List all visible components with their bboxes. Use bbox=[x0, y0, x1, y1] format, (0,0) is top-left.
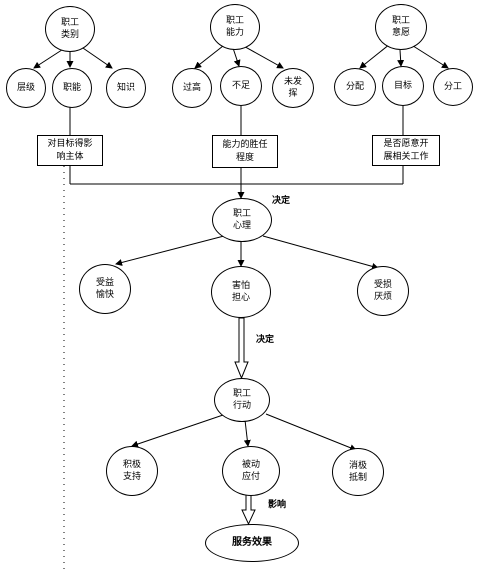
level-node: 层级 bbox=[6, 68, 46, 108]
box-label: 对目标得影 bbox=[47, 138, 93, 149]
employee-category-node: 职工 类别 bbox=[45, 6, 95, 52]
decide-label: 决定 bbox=[272, 196, 291, 206]
node-label: 不足 bbox=[231, 81, 250, 91]
node-label: 未发 bbox=[283, 77, 302, 87]
node-label: 目标 bbox=[393, 81, 412, 91]
passive-resistance-node: 消极 抵制 bbox=[332, 448, 384, 496]
node-label: 消极 bbox=[348, 461, 367, 471]
function-node: 职能 bbox=[52, 68, 92, 108]
willingness-to-work-box: 是否愿意开 展相关工作 bbox=[372, 135, 440, 166]
node-label: 心理 bbox=[232, 221, 251, 231]
node-label: 受损 bbox=[373, 280, 392, 290]
node-label: 抵制 bbox=[348, 473, 367, 483]
passive-coping-node: 被动 应付 bbox=[222, 446, 280, 496]
service-effect-node: 服务效果 bbox=[205, 524, 299, 562]
node-label: 支持 bbox=[122, 472, 141, 482]
node-label: 受益 bbox=[95, 278, 114, 288]
node-label: 过高 bbox=[182, 83, 201, 93]
too-high-node: 过高 bbox=[172, 68, 212, 108]
node-label: 知识 bbox=[116, 83, 135, 93]
box-label: 展相关工作 bbox=[383, 151, 429, 162]
node-label: 类别 bbox=[60, 30, 79, 40]
assignment-node: 分配 bbox=[334, 68, 376, 106]
active-support-node: 积极 支持 bbox=[106, 446, 158, 496]
node-label: 挥 bbox=[288, 89, 298, 99]
node-label: 层级 bbox=[16, 83, 35, 93]
undeveloped-node: 未发 挥 bbox=[272, 68, 314, 108]
node-label: 愉快 bbox=[95, 290, 114, 300]
disgusted-node: 受损 厌烦 bbox=[357, 266, 409, 316]
goal-node: 目标 bbox=[382, 66, 424, 106]
node-label: 职能 bbox=[62, 83, 81, 93]
employee-willingness-node: 职工 意愿 bbox=[375, 4, 427, 50]
node-label: 分工 bbox=[443, 82, 462, 92]
ability-competence-box: 能力的胜任 程度 bbox=[212, 135, 278, 168]
insufficient-node: 不足 bbox=[220, 66, 262, 106]
employee-ability-node: 职工 能力 bbox=[210, 4, 260, 50]
goal-impact-box: 对目标得影 响主体 bbox=[37, 135, 103, 166]
box-label: 程度 bbox=[235, 152, 254, 163]
employee-action-node: 职工 行动 bbox=[214, 378, 270, 422]
node-label: 职工 bbox=[232, 209, 251, 219]
node-label: 服务效果 bbox=[232, 537, 272, 548]
node-label: 能力 bbox=[225, 28, 244, 38]
pleased-node: 受益 愉快 bbox=[79, 264, 131, 314]
box-label: 是否愿意开 bbox=[383, 138, 429, 149]
node-label: 职工 bbox=[391, 16, 410, 26]
decide-label: 决定 bbox=[256, 335, 275, 345]
node-label: 积极 bbox=[122, 460, 141, 470]
box-label: 响主体 bbox=[56, 151, 84, 162]
node-label: 意愿 bbox=[391, 28, 410, 38]
node-label: 被动 bbox=[241, 460, 260, 470]
node-label: 职工 bbox=[60, 18, 79, 28]
employee-psychology-node: 职工 心理 bbox=[212, 198, 272, 242]
node-label: 职工 bbox=[225, 16, 244, 26]
node-label: 厌烦 bbox=[373, 292, 392, 302]
node-label: 分配 bbox=[345, 82, 364, 92]
afraid-node: 害怕 担心 bbox=[211, 266, 271, 318]
box-label: 能力的胜任 bbox=[222, 139, 268, 150]
node-label: 行动 bbox=[232, 401, 251, 411]
node-label: 害怕 bbox=[231, 281, 250, 291]
knowledge-node: 知识 bbox=[106, 68, 146, 108]
influence-label: 影响 bbox=[268, 500, 287, 510]
node-label: 应付 bbox=[241, 472, 260, 482]
node-label: 担心 bbox=[231, 293, 250, 303]
division-node: 分工 bbox=[433, 68, 473, 106]
node-label: 职工 bbox=[232, 389, 251, 399]
